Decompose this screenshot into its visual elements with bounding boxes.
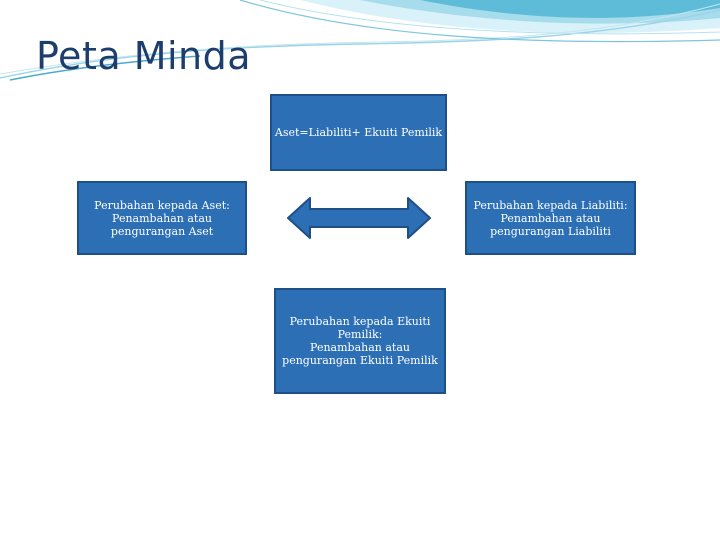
slide-title: Peta Minda — [36, 34, 252, 78]
liability-change-text: Perubahan kepada Liabiliti: Penambahan a… — [473, 198, 628, 238]
header-wave-decoration — [0, 0, 720, 81]
asset-change-text: Perubahan kepada Aset: Penambahan atau p… — [94, 198, 230, 238]
owner-equity-change-text: Perubahan kepada Ekuiti Pemilik: Penamba… — [282, 315, 438, 367]
accounting-equation-box: Aset=Liabiliti+ Ekuiti Pemilik — [270, 94, 447, 171]
asset-change-box: Perubahan kepada Aset: Penambahan atau p… — [77, 181, 247, 255]
owner-equity-change-box: Perubahan kepada Ekuiti Pemilik: Penamba… — [274, 288, 446, 394]
liability-change-box: Perubahan kepada Liabiliti: Penambahan a… — [465, 181, 636, 255]
accounting-equation-text: Aset=Liabiliti+ Ekuiti Pemilik — [274, 126, 443, 139]
double-headed-arrow-icon — [287, 197, 431, 239]
